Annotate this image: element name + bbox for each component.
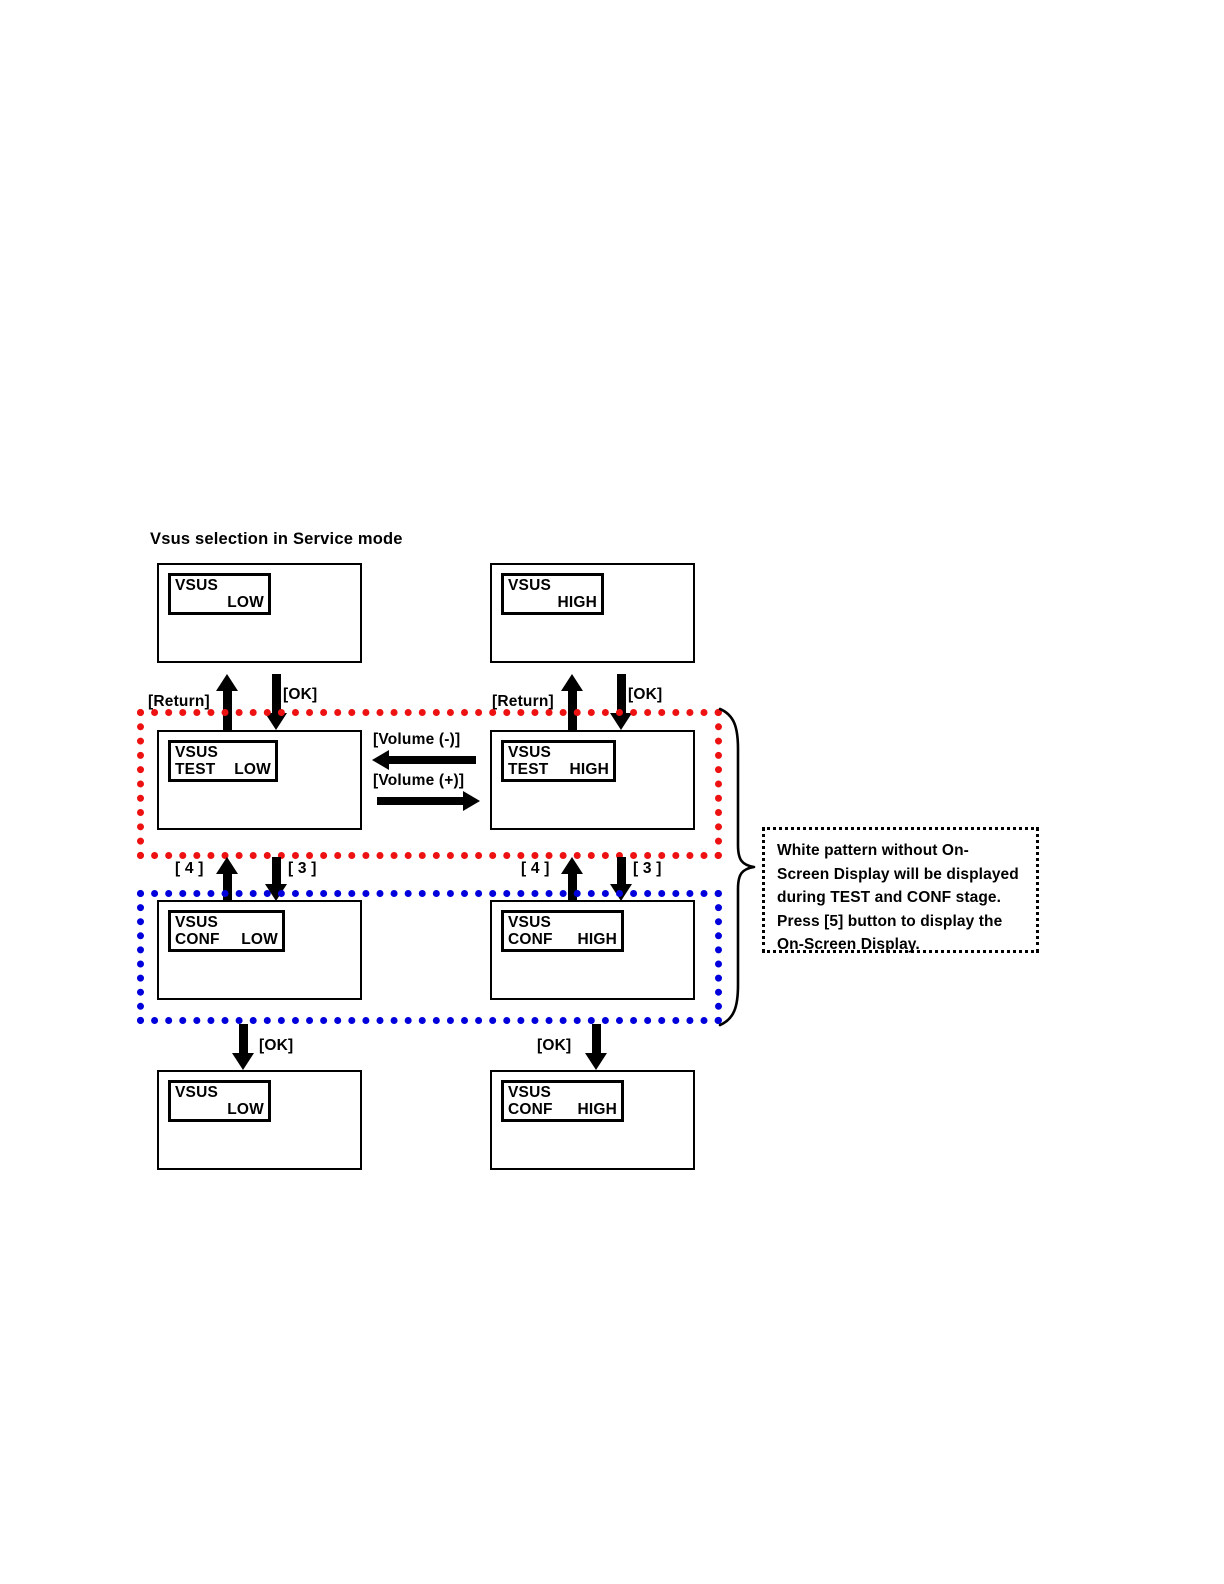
osd-line1: VSUS <box>175 914 219 931</box>
arrow-key4-right-shaft <box>568 873 577 901</box>
osd-stage: CONF <box>508 1101 553 1118</box>
label-volume-minus: [Volume (-)] <box>373 731 461 748</box>
osd-line2: TEST HIGH <box>508 761 609 778</box>
osd-value: HIGH <box>577 931 617 948</box>
osd-value: LOW <box>241 931 278 948</box>
test-stage-group <box>137 709 722 859</box>
label-volume-plus: [Volume (+)] <box>373 772 465 789</box>
osd-panel: VSUS TEST LOW <box>168 740 278 782</box>
arrow-volume-plus-shaft <box>377 797 464 805</box>
label-return-right: [Return] <box>492 693 554 710</box>
osd-panel: VSUS CONF LOW <box>168 910 285 952</box>
arrow-ok-bottom-left-shaft <box>239 1024 248 1054</box>
osd-value: LOW <box>227 594 264 611</box>
osd-line2: CONF HIGH <box>508 931 617 948</box>
arrow-return-left-head <box>216 674 238 691</box>
osd-panel: VSUS LOW <box>168 573 271 615</box>
label-key3-left: [ 3 ] <box>288 860 317 877</box>
osd-value: LOW <box>234 761 271 778</box>
osd-value: LOW <box>227 1101 264 1118</box>
arrow-ok-bottom-right-shaft <box>592 1024 601 1054</box>
osd-panel: VSUS CONF HIGH <box>501 1080 624 1122</box>
osd-line1: VSUS <box>175 1084 219 1101</box>
osd-line1: VSUS <box>175 577 219 594</box>
note-line-3: during TEST and CONF stage. <box>777 889 1002 906</box>
osd-line2: CONF HIGH <box>508 1101 617 1118</box>
osd-line1: VSUS <box>508 914 552 931</box>
label-key4-right: [ 4 ] <box>521 860 550 877</box>
arrow-key3-left-shaft <box>272 857 281 885</box>
arrow-key4-left-shaft <box>223 873 232 901</box>
arrow-key4-right-head <box>561 857 583 874</box>
osd-value: HIGH <box>557 594 597 611</box>
arrow-key3-right-shaft <box>617 857 626 885</box>
osd-panel: VSUS CONF HIGH <box>501 910 624 952</box>
label-ok-bottom-right: [OK] <box>537 1037 572 1054</box>
arrow-ok-right-shaft <box>617 674 626 714</box>
osd-panel: VSUS TEST HIGH <box>501 740 616 782</box>
page-title: Vsus selection in Service mode <box>150 530 403 548</box>
osd-value: HIGH <box>569 761 609 778</box>
osd-line2: CONF LOW <box>175 931 278 948</box>
note-line-4: Press [5] button to display the <box>777 912 1003 930</box>
osd-stage: CONF <box>175 931 220 948</box>
arrow-ok-left-head <box>265 713 287 730</box>
conf-stage-group <box>137 890 722 1024</box>
screen-top-high: VSUS HIGH <box>490 563 695 663</box>
arrow-return-right-head <box>561 674 583 691</box>
arrow-ok-left-shaft <box>272 674 281 714</box>
label-ok-bottom-left: [OK] <box>259 1037 294 1054</box>
osd-panel: VSUS LOW <box>168 1080 271 1122</box>
arrow-volume-minus-head <box>372 750 389 770</box>
label-ok-left: [OK] <box>283 686 318 703</box>
screen-conf-low: VSUS CONF LOW <box>157 900 362 1000</box>
arrow-volume-plus-head <box>463 791 480 811</box>
screen-top-low: VSUS LOW <box>157 563 362 663</box>
arrow-ok-right-head <box>610 713 632 730</box>
osd-line1: VSUS <box>508 744 552 761</box>
screen-test-low: VSUS TEST LOW <box>157 730 362 830</box>
osd-line2: LOW <box>175 594 264 611</box>
osd-stage: TEST <box>175 761 216 778</box>
arrow-key4-left-head <box>216 857 238 874</box>
screen-bottom-conf-high: VSUS CONF HIGH <box>490 1070 695 1170</box>
grouping-brace-icon <box>718 707 756 1027</box>
label-key4-left: [ 4 ] <box>175 860 204 877</box>
arrow-volume-minus-shaft <box>389 756 476 764</box>
note-line-5: On-Screen Display. <box>777 936 920 953</box>
osd-line2: LOW <box>175 1101 264 1118</box>
label-key3-right: [ 3 ] <box>633 860 662 877</box>
osd-stage: TEST <box>508 761 549 778</box>
osd-line2: TEST LOW <box>175 761 271 778</box>
note-box: White pattern without On- Screen Display… <box>762 827 1039 953</box>
screen-bottom-low: VSUS LOW <box>157 1070 362 1170</box>
arrow-ok-bottom-right-head <box>585 1053 607 1070</box>
arrow-ok-bottom-left-head <box>232 1053 254 1070</box>
osd-panel: VSUS HIGH <box>501 573 604 615</box>
osd-value: HIGH <box>577 1101 617 1118</box>
screen-conf-high: VSUS CONF HIGH <box>490 900 695 1000</box>
osd-line1: VSUS <box>508 577 552 594</box>
note-line-1: White pattern without On- <box>777 842 969 859</box>
screen-test-high: VSUS TEST HIGH <box>490 730 695 830</box>
osd-stage: CONF <box>508 931 553 948</box>
osd-line1: VSUS <box>175 744 219 761</box>
label-return-left: [Return] <box>148 693 210 710</box>
osd-line2: HIGH <box>508 594 597 611</box>
note-line-2: Screen Display will be displayed <box>777 865 1019 883</box>
osd-line1: VSUS <box>508 1084 552 1101</box>
label-ok-right: [OK] <box>628 686 663 703</box>
